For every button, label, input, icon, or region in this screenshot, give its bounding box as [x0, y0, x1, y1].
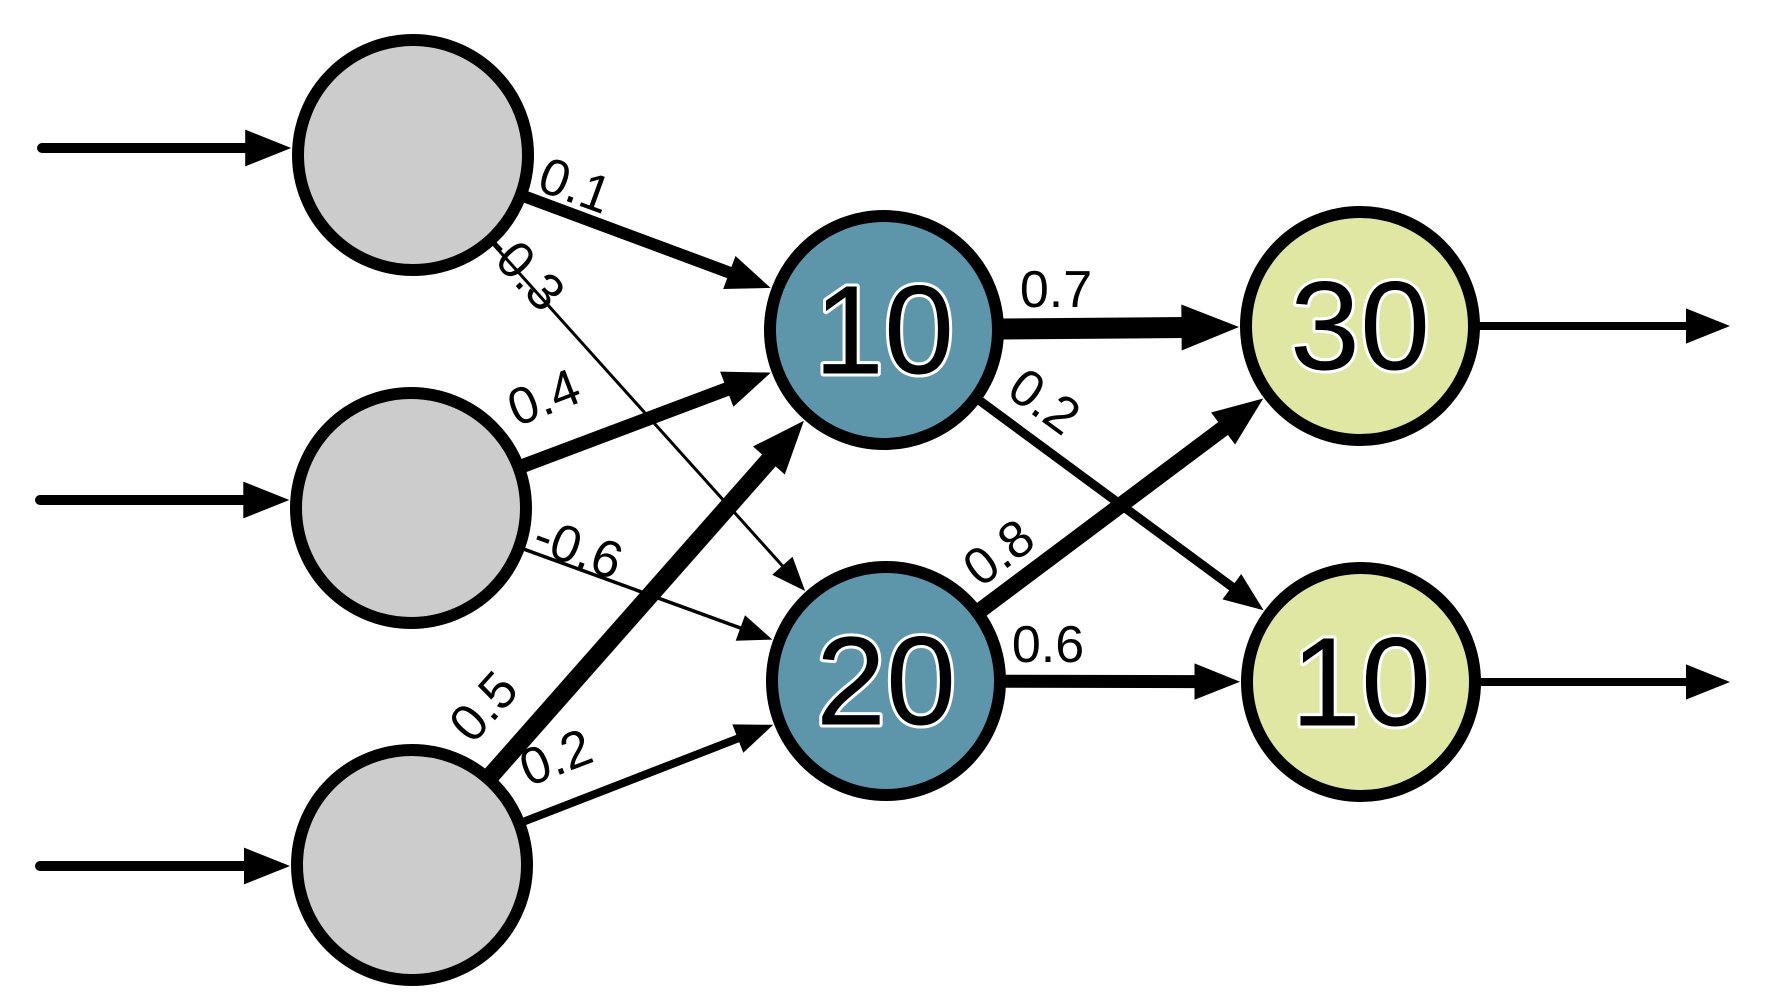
input-arrow-3-arrowhead-icon	[244, 847, 290, 885]
edge-hidden-1-output-2-weight-label: 0.2	[998, 357, 1091, 446]
edge-hidden-2-output-1-arrowhead-icon	[1211, 398, 1264, 445]
node-input-3	[291, 744, 533, 986]
output-arrow-output-1-arrowhead-icon	[1686, 308, 1730, 344]
node-hidden-1	[764, 210, 1004, 450]
edge-hidden-2-output-2-weight-label: 0.6	[1012, 616, 1084, 674]
edge-input-2-hidden-1-arrowhead-icon	[720, 371, 771, 407]
edge-hidden-2-output-1-weight-label: 0.8	[953, 508, 1046, 598]
nodes-layer	[290, 34, 1481, 986]
edge-hidden-1-output-1-arrowhead-icon	[1181, 304, 1239, 351]
edge-input-1-hidden-1-arrowhead-icon	[723, 256, 771, 289]
edge-hidden-1-output-2-arrowhead-icon	[1222, 574, 1264, 611]
edge-input-1-hidden-2-arrowhead-icon	[772, 556, 806, 591]
node-hidden-2	[766, 561, 1006, 801]
output-arrow-output-2-arrowhead-icon	[1686, 664, 1730, 700]
node-output-2-value-label: 10	[1291, 612, 1431, 753]
node-output-1	[1240, 206, 1480, 446]
node-hidden-1-value-label: 10	[814, 260, 954, 401]
node-input-2	[290, 387, 532, 629]
edge-hidden-1-output-1-weight-label: 0.7	[1020, 261, 1092, 319]
edge-input-3-hidden-1-arrowhead-icon	[753, 420, 804, 475]
edge-hidden-2-output-2-arrowhead-icon	[1194, 663, 1240, 700]
edge-input-2-hidden-1-weight-label: 0.4	[500, 358, 588, 438]
input-arrow-1-arrowhead-icon	[245, 129, 292, 167]
edge-input-3-hidden-2-arrowhead-icon	[732, 724, 774, 753]
node-hidden-2-value-label: 20	[816, 611, 956, 752]
node-output-2	[1241, 562, 1481, 802]
edge-input-2-hidden-2-weight-label: -0.6	[526, 506, 630, 591]
input-arrow-2-arrowhead-icon	[243, 481, 290, 519]
edge-input-1-hidden-1-weight-label: 0.1	[531, 146, 619, 225]
node-output-1-value-label: 30	[1290, 256, 1430, 397]
node-input-1	[292, 34, 534, 276]
edge-input-2-hidden-2-arrowhead-icon	[735, 615, 773, 641]
